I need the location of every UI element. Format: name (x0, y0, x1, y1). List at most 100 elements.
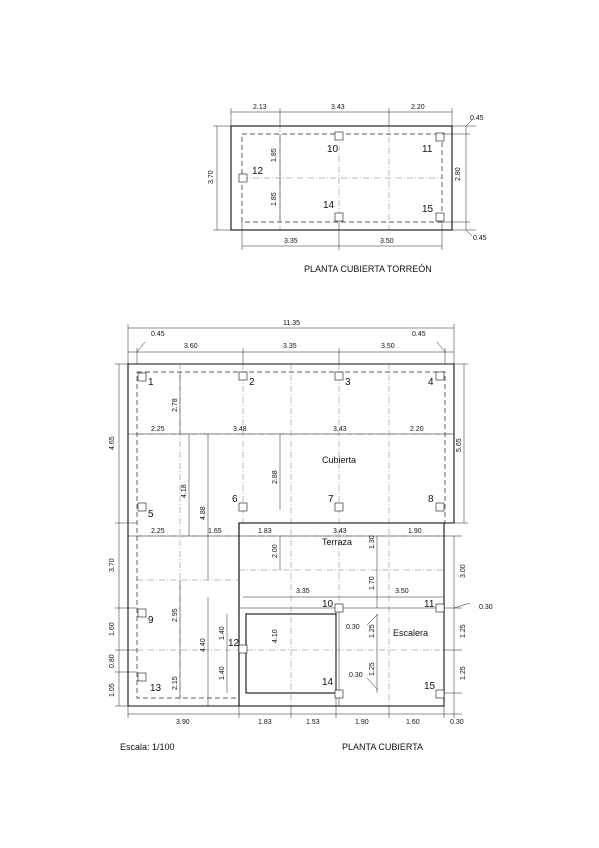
column-13-marker (137, 672, 147, 682)
column-14-marker (334, 212, 344, 222)
col-label: 9 (148, 615, 154, 626)
dim-label: 1.85 (271, 192, 278, 206)
dim-label: 3.43 (333, 528, 347, 535)
col-label: 3 (345, 377, 351, 388)
main-roof-plan: 1 2 3 4 5 6 7 8 9 10 11 12 13 14 15 Cubi… (109, 320, 493, 752)
dim-label: 4.88 (200, 506, 207, 520)
dim-label: 2.00 (272, 544, 279, 558)
dim-label: 1.70 (369, 576, 376, 590)
dim-label: 2.25 (151, 528, 165, 535)
dim-label: 1.25 (369, 662, 376, 676)
col-label: 10 (327, 144, 339, 155)
column-15-marker (435, 689, 445, 699)
column-7-marker (334, 502, 344, 512)
dim-label: 1.83 (258, 528, 272, 535)
torreon-outline (230, 125, 453, 231)
col-label: 14 (322, 677, 334, 688)
dim-label: 0.30 (450, 719, 464, 726)
dim-label: 2.20 (411, 104, 425, 111)
dim-label: 1.40 (219, 666, 226, 680)
column-8-marker (435, 502, 445, 512)
dim-label: 11.35 (283, 320, 300, 327)
dim-label: 1.53 (306, 719, 320, 726)
dim-label: 1.90 (355, 719, 369, 726)
col-label: 6 (232, 494, 238, 505)
column-2-marker (238, 371, 248, 381)
dim-label: 3.50 (381, 343, 395, 350)
column-5-marker (137, 502, 147, 512)
planta-title: PLANTA CUBIERTA (342, 742, 423, 752)
col-label: 4 (428, 377, 434, 388)
dim-label: 1.60 (406, 719, 420, 726)
column-11-marker (435, 603, 445, 613)
scale-label: Escala: 1/100 (120, 742, 175, 752)
dim-label: 3.90 (176, 719, 190, 726)
dim-label: 2.20 (410, 426, 424, 433)
dim-label: 3.70 (109, 558, 116, 572)
dim-label: 4.10 (272, 629, 279, 643)
dim-label: 2.80 (455, 167, 462, 181)
dim-label: 2.13 (253, 104, 267, 111)
dim-label: 1.85 (271, 148, 278, 162)
column-10-marker (334, 131, 344, 141)
dim-label: 1.30 (369, 535, 376, 549)
dim-label: 2.25 (151, 426, 165, 433)
column-6-marker (238, 502, 248, 512)
dim-label: 1.05 (109, 683, 116, 697)
dim-label: 3.43 (331, 104, 345, 111)
col-label: 2 (249, 377, 255, 388)
dim-label: 4.18 (181, 484, 188, 498)
torreon-plan: 10 11 12 14 15 2.13 3.43 2.20 0.45 2.80 … (208, 104, 487, 274)
area-cubierta-label: Cubierta (322, 455, 356, 465)
dim-label: 0.30 (346, 624, 360, 631)
dim-label: 2.88 (272, 470, 279, 484)
dim-label: 1.83 (258, 719, 272, 726)
dim-label: 3.43 (333, 426, 347, 433)
dim-label: 0.30 (479, 604, 493, 611)
dim-label: 3.60 (184, 343, 198, 350)
col-label: 10 (322, 599, 334, 610)
dim-label: 0.45 (470, 115, 484, 122)
col-label: 5 (148, 509, 154, 520)
dim-label: 3.50 (395, 588, 409, 595)
col-label: 12 (252, 166, 264, 177)
dim-label: 3.35 (296, 588, 310, 595)
column-3-marker (334, 371, 344, 381)
dim-label: 0.80 (109, 654, 116, 668)
torreon-title: PLANTA CUBIERTA TORREÓN (304, 264, 432, 274)
dim-label: 5.65 (456, 438, 463, 452)
col-label: 11 (422, 144, 433, 155)
col-label: 7 (328, 494, 334, 505)
col-label: 8 (428, 494, 434, 505)
col-label: 12 (228, 638, 240, 649)
column-9-marker (137, 608, 147, 618)
col-label: 15 (424, 681, 436, 692)
dim-label: 3.35 (283, 343, 297, 350)
dim-label: 1.90 (408, 528, 422, 535)
dim-label: 2.95 (172, 608, 179, 622)
dim-label: 0.45 (473, 235, 487, 242)
dim-label: 2.78 (172, 398, 179, 412)
dim-label: 1.60 (109, 622, 116, 636)
column-11-marker (435, 132, 445, 142)
dim-label: 3.00 (460, 564, 467, 578)
dim-label: 1.65 (208, 528, 222, 535)
dim-label: 1.25 (460, 666, 467, 680)
main-eave (136, 371, 446, 699)
column-10-marker (334, 603, 344, 613)
col-label: 15 (422, 204, 434, 215)
dim-label: 1.25 (369, 624, 376, 638)
dim-label: 4.40 (200, 638, 207, 652)
dim-label: 4.65 (109, 436, 116, 450)
dim-label: 3.70 (208, 170, 215, 184)
col-label: 13 (150, 683, 162, 694)
column-4-marker (435, 371, 445, 381)
dim-label: 3.48 (233, 426, 247, 433)
dim-label: 3.35 (284, 238, 298, 245)
col-label: 1 (148, 377, 154, 388)
dim-label: 3.50 (380, 238, 394, 245)
dim-label: 0.30 (349, 672, 363, 679)
dim-label: 1.25 (460, 624, 467, 638)
area-escalera-label: Escalera (393, 628, 428, 638)
